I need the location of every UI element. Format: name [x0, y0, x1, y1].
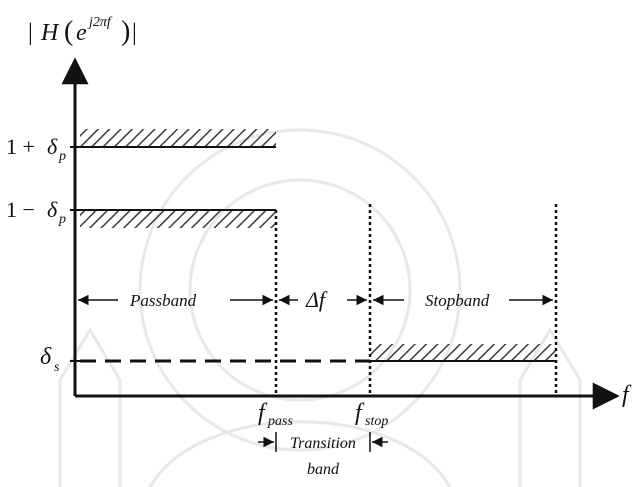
abs-bar-right: |: [132, 20, 137, 46]
lower-pass-sub: p: [58, 212, 66, 227]
deltaf-label: Δf: [305, 287, 328, 312]
upper-tolerance-hatch: [80, 129, 276, 147]
abs-bar-left: |: [28, 20, 33, 46]
fpass-symbol: f: [258, 400, 268, 426]
fstop-label: f stop: [355, 400, 388, 429]
upper-pass-sub: p: [58, 149, 66, 164]
fpass-label: f pass: [258, 400, 293, 429]
exponent: j2πf: [87, 15, 113, 30]
y-axis-label: | H ( e j2πf ) |: [28, 15, 137, 47]
stop-delta: δ: [40, 344, 52, 370]
stopband-tolerance-hatch: [370, 344, 556, 361]
stopband-label: Stopband: [425, 291, 490, 310]
upper-pass-delta: δ: [47, 134, 58, 159]
fstop-symbol: f: [355, 400, 365, 426]
stop-sub: s: [54, 360, 60, 375]
watermark: [58, 128, 582, 487]
paren-left: (: [64, 16, 73, 47]
paren-right: ): [121, 16, 130, 47]
upper-pass-prefix: 1 +: [6, 134, 35, 159]
lower-pass-delta: δ: [47, 197, 58, 222]
h-symbol: H: [40, 20, 60, 46]
x-axis-label: f: [622, 382, 632, 408]
label-upper-passband: 1 + δ p: [6, 134, 66, 164]
lower-pass-prefix: 1 −: [6, 197, 35, 222]
fstop-subscript: stop: [365, 414, 388, 429]
transition-label-line2: band: [307, 461, 340, 478]
lower-tolerance-hatch: [80, 210, 276, 228]
fpass-subscript: pass: [267, 414, 293, 429]
transition-label-line1: Transition: [290, 435, 356, 452]
e-base: e: [76, 20, 87, 46]
label-stopband-level: δ s: [40, 344, 60, 375]
label-lower-passband: 1 − δ p: [6, 197, 66, 227]
passband-label: Passband: [129, 291, 197, 310]
